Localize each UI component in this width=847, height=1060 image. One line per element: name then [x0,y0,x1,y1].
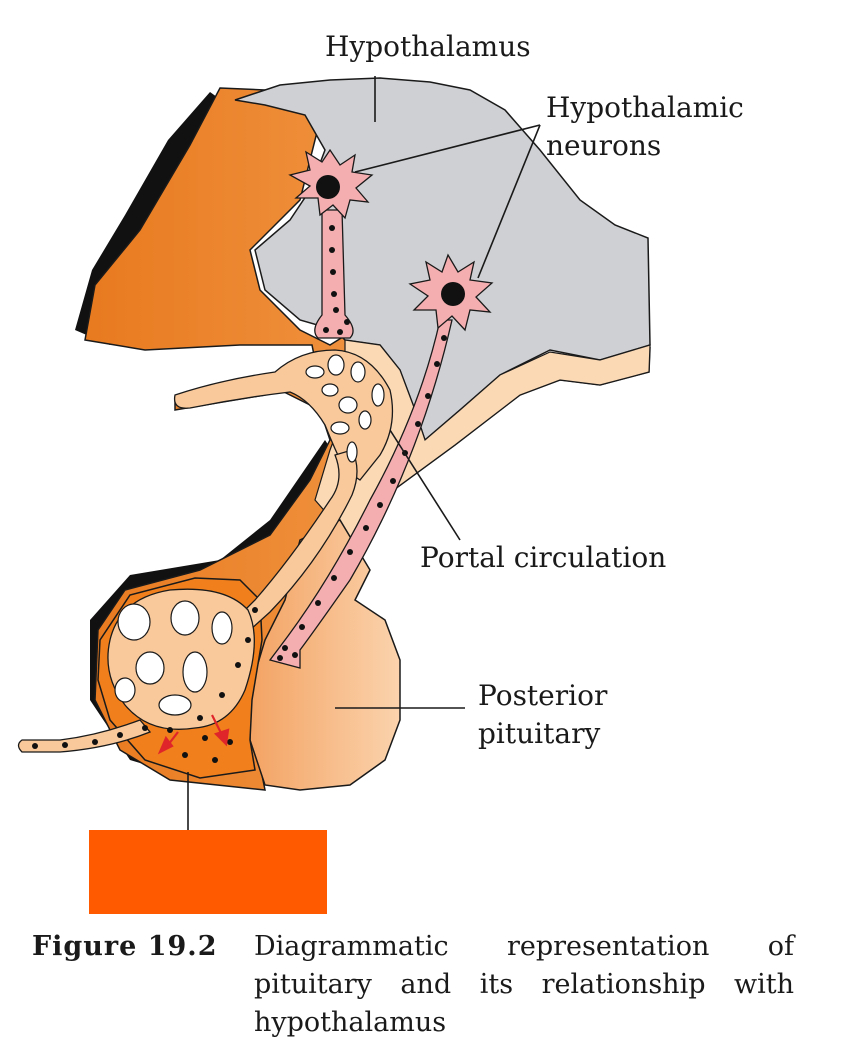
plexus-holes [114,354,385,716]
label-posterior-pituitary-line2: pituitary [478,717,600,750]
portal-vessel-upper [173,349,394,481]
neuron-nucleus-1 [316,175,340,199]
label-hypothalamic-neurons-line2: neurons [546,129,661,162]
neuron-axon-2 [268,319,453,669]
neuron-nucleus-2 [441,282,465,306]
label-posterior-pituitary-line1: Posterior [478,679,608,712]
shadow-edge-lower [90,440,335,772]
label-hypothalamus: Hypothalamus [325,30,531,63]
leader-lines [187,76,541,830]
label-hypothalamic-neurons-line1: Hypothalamic [546,91,744,124]
outflow-vessel [17,719,152,753]
hormone-release-arrows [157,714,230,755]
figure-description: Diagrammatic representation of pituitary… [254,931,794,1038]
figure-number: Figure 19.2 [32,931,218,962]
secretory-granules [32,225,447,763]
label-portal-circulation: Portal circulation [420,541,666,574]
redacted-label-box [89,830,327,914]
